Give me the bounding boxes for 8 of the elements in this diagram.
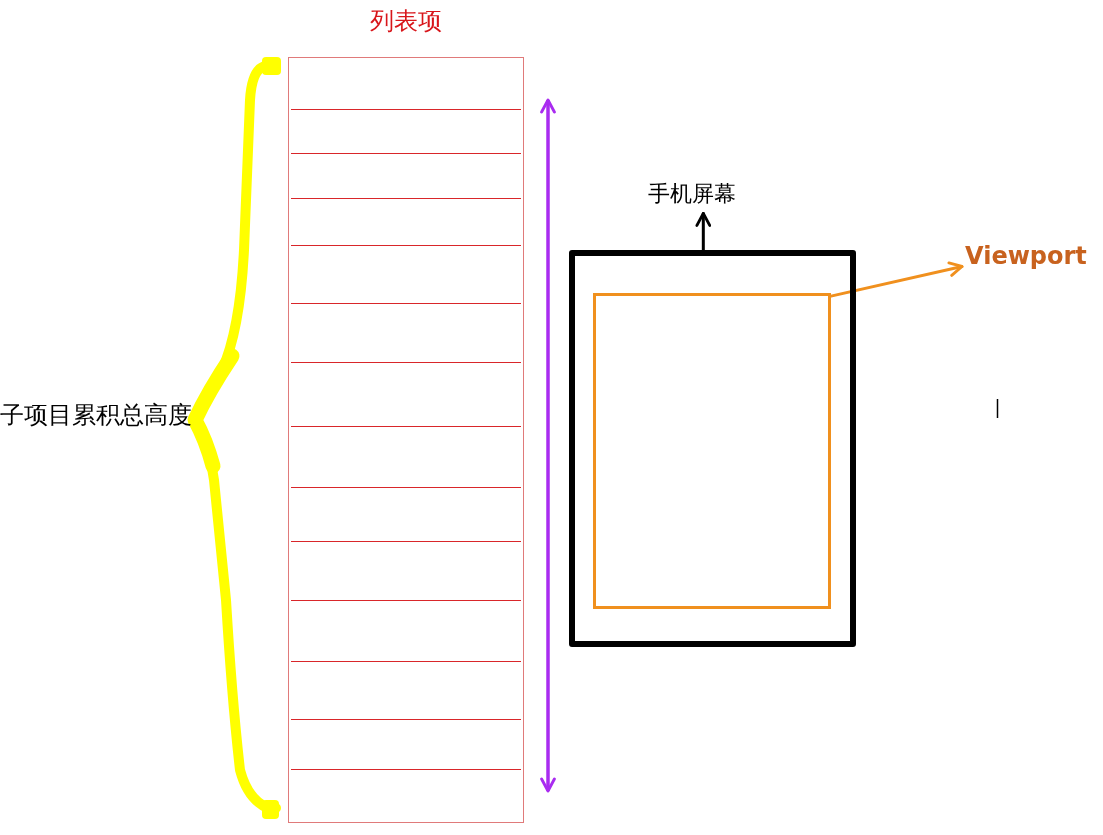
list-heading: 列表项 (370, 7, 442, 36)
arrow (829, 261, 964, 298)
phone-frame (569, 250, 856, 647)
height-label: 子项目累积总高度 (0, 401, 192, 430)
viewport-box (593, 293, 831, 609)
viewport-label: Viewport (965, 242, 1087, 271)
screen-label: 手机屏幕 (648, 181, 736, 212)
arrow (695, 211, 712, 252)
